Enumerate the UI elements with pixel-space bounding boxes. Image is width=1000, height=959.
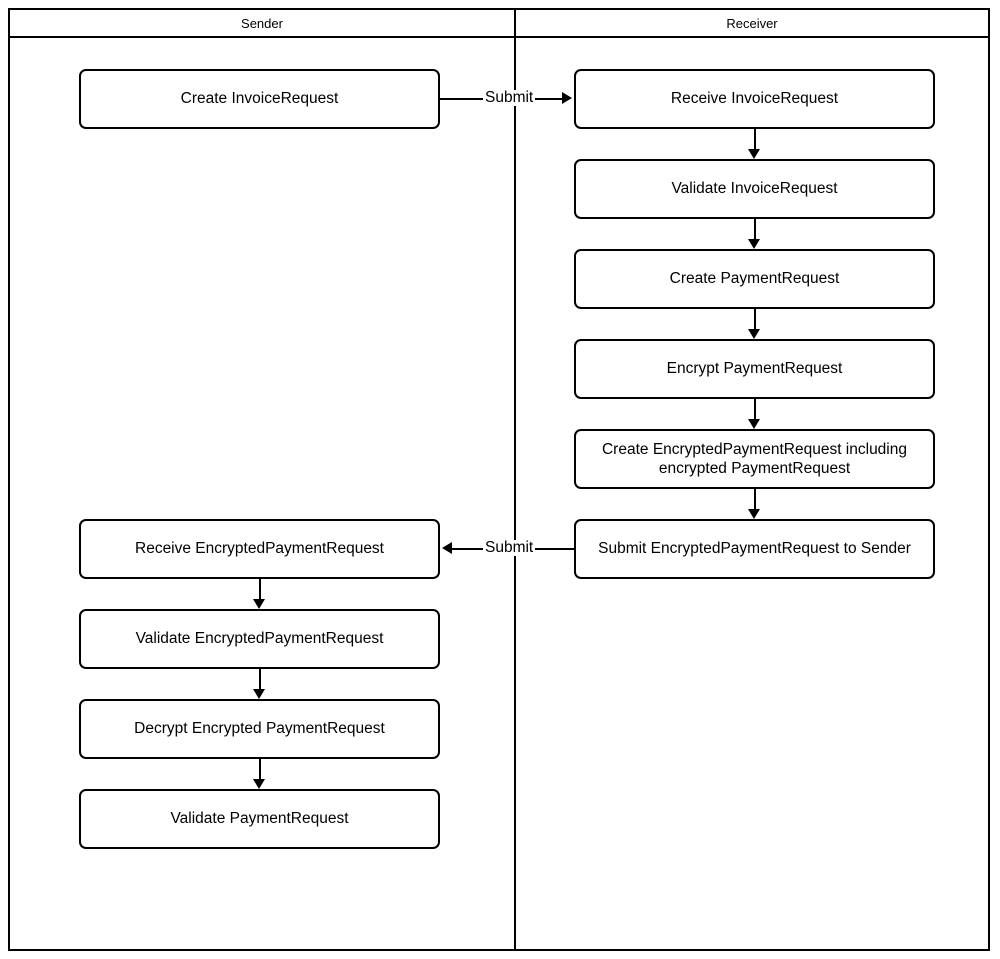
lane-divider — [514, 38, 516, 949]
node-validate-paymentrequest[interactable]: Validate PaymentRequest — [79, 789, 440, 849]
edge-s2-s3-line — [259, 579, 261, 599]
node-label: Submit EncryptedPaymentRequest to Sender — [598, 540, 911, 558]
node-label: Encrypt PaymentRequest — [666, 360, 843, 378]
edge-r1-r2-line — [754, 129, 756, 149]
edge-r3-r4-line — [754, 309, 756, 329]
edge-r5-r6-line — [754, 489, 756, 509]
edge-s4-s5-line — [259, 759, 261, 779]
node-encrypt-paymentrequest[interactable]: Encrypt PaymentRequest — [574, 339, 935, 399]
edge-s3-s4-arrowhead — [253, 689, 265, 699]
lane-title-receiver: Receiver — [726, 15, 778, 31]
edge-label-submit-to-sender: Submit — [483, 539, 536, 556]
edge-s4-s5-arrowhead — [253, 779, 265, 789]
node-label: Create PaymentRequest — [669, 270, 840, 288]
node-label: Validate PaymentRequest — [170, 810, 349, 828]
node-label: Validate EncryptedPaymentRequest — [135, 630, 384, 648]
edge-s2-s3-arrowhead — [253, 599, 265, 609]
node-create-invoicerequest[interactable]: Create InvoiceRequest — [79, 69, 440, 129]
node-validate-invoicerequest[interactable]: Validate InvoiceRequest — [574, 159, 935, 219]
node-create-paymentrequest[interactable]: Create PaymentRequest — [574, 249, 935, 309]
edge-submit-to-receiver-arrowhead — [562, 92, 572, 104]
edge-r5-r6-arrowhead — [748, 509, 760, 519]
node-label: Create InvoiceRequest — [180, 90, 339, 108]
node-receive-invoicerequest[interactable]: Receive InvoiceRequest — [574, 69, 935, 129]
edge-r4-r5-arrowhead — [748, 419, 760, 429]
lane-header-sender: Sender — [10, 10, 514, 38]
lane-title-sender: Sender — [241, 15, 283, 31]
edge-s3-s4-line — [259, 669, 261, 689]
node-label: Receive EncryptedPaymentRequest — [135, 540, 384, 558]
edge-r2-r3-arrowhead — [748, 239, 760, 249]
node-label: Decrypt Encrypted PaymentRequest — [134, 720, 385, 738]
node-label: Create EncryptedPaymentRequest including… — [601, 440, 907, 477]
edge-r3-r4-arrowhead — [748, 329, 760, 339]
node-validate-encryptedpaymentrequest[interactable]: Validate EncryptedPaymentRequest — [79, 609, 440, 669]
edge-submit-to-sender-arrowhead — [442, 542, 452, 554]
node-submit-encryptedpaymentrequest-to-sender[interactable]: Submit EncryptedPaymentRequest to Sender — [574, 519, 935, 579]
node-create-encryptedpaymentrequest[interactable]: Create EncryptedPaymentRequest including… — [574, 429, 935, 489]
edge-r1-r2-arrowhead — [748, 149, 760, 159]
lane-header-receiver: Receiver — [514, 10, 988, 38]
node-receive-encryptedpaymentrequest[interactable]: Receive EncryptedPaymentRequest — [79, 519, 440, 579]
node-decrypt-encrypted-paymentrequest[interactable]: Decrypt Encrypted PaymentRequest — [79, 699, 440, 759]
edge-r2-r3-line — [754, 219, 756, 239]
node-label: Validate InvoiceRequest — [671, 180, 838, 198]
edge-label-submit-to-receiver: Submit — [483, 89, 536, 106]
node-label: Receive InvoiceRequest — [670, 90, 839, 108]
edge-r4-r5-line — [754, 399, 756, 419]
